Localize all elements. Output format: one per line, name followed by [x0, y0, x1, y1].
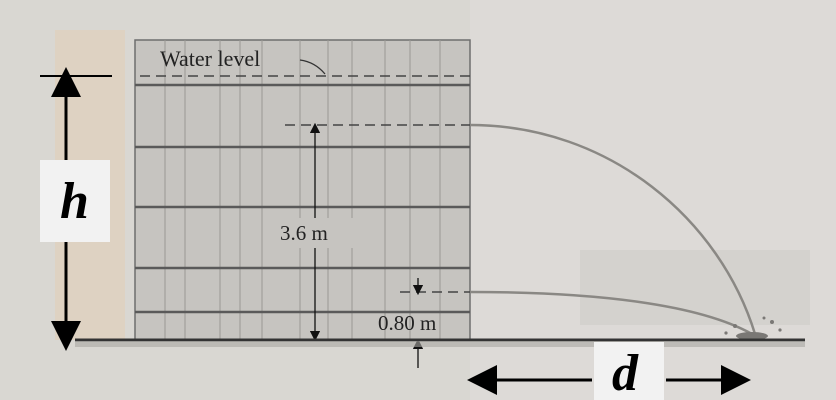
upper-water-stream [469, 123, 757, 335]
tank-bands [135, 83, 470, 314]
lower-height-label: 0.80 m [378, 311, 436, 335]
lower-water-stream [469, 290, 753, 336]
splash [724, 316, 782, 340]
water-level-label: Water level [160, 46, 260, 71]
upper-height-label: 3.6 m [280, 221, 328, 245]
h-label-box [40, 160, 110, 242]
upper-height-label-bg [276, 218, 354, 248]
d-label-box [594, 342, 664, 400]
ground-shadow [75, 341, 805, 347]
h-variable-label: h [60, 173, 89, 230]
water-tank [134, 39, 471, 341]
tank-panel-lines [164, 40, 441, 340]
background-page-area [470, 0, 836, 400]
d-variable-label: d [612, 345, 639, 400]
water-level-pointer [299, 59, 326, 75]
